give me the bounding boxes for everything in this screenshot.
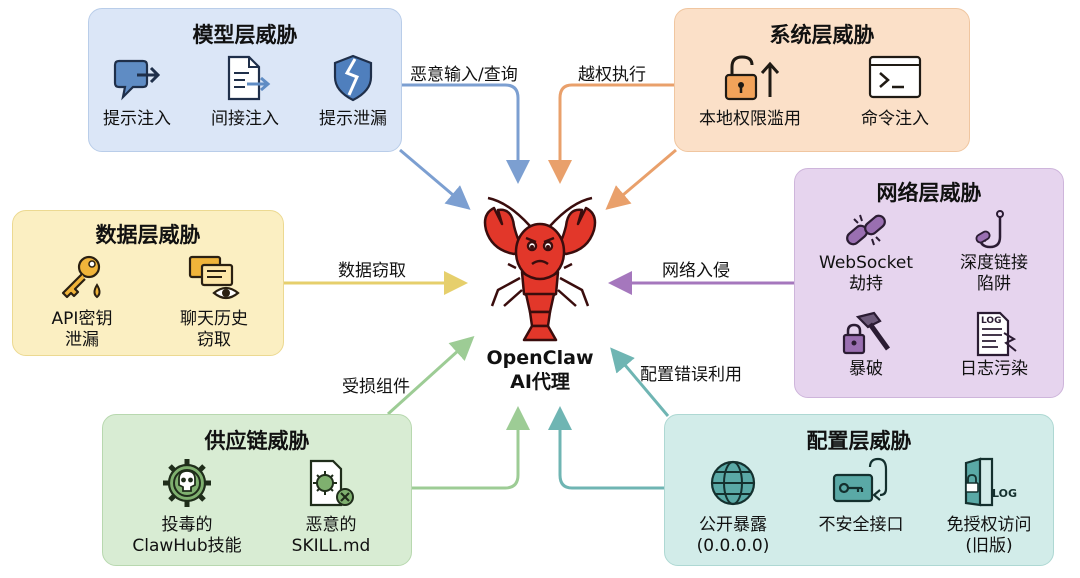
- item-label-line1: 公开暴露: [699, 515, 767, 535]
- item-label: 命令注入: [861, 109, 929, 129]
- item-label: API密钥 泄漏: [27, 309, 137, 351]
- item-malicious-skill-md: 恶意的 SKILL.md: [271, 457, 391, 557]
- item-label: 深度链接 陷阱: [931, 253, 1057, 295]
- item-label-line1: 投毒的: [161, 515, 213, 535]
- edge-config-misuse: [548, 406, 664, 490]
- edge-model-direct: [399, 148, 471, 210]
- item-label-line1: 免授权访问: [946, 515, 1032, 535]
- broken-chain-icon: [846, 214, 886, 246]
- item-label-line1: 深度链接: [960, 253, 1028, 273]
- lobster-icon: [483, 196, 597, 342]
- item-label-line2: 陷阱: [977, 274, 1011, 294]
- lobster-mascot: [468, 194, 612, 344]
- hammer-lock-icon: [842, 311, 891, 355]
- item-public-exposure: 公开暴露 (0.0.0.0): [671, 457, 795, 557]
- edge-system-direct: [605, 148, 677, 210]
- item-chat-history-theft: 聊天历史 窃取: [159, 253, 269, 351]
- panel-title-supply: 供应链威胁: [204, 429, 310, 453]
- unlock-arrow-icon: [724, 55, 780, 101]
- panel-config: 配置层威胁 公开暴露 (0.0.0.0) 不安全接口 LOG: [664, 414, 1054, 566]
- panel-title-model: 模型层威胁: [192, 23, 298, 47]
- item-label: 不安全接口: [818, 515, 904, 535]
- key-port-icon: [832, 457, 888, 503]
- item-label: 间接注入: [211, 109, 279, 129]
- terminal-icon: [868, 55, 922, 99]
- panel-system: 系统层威胁 本地权限滥用 命令注入: [674, 8, 970, 152]
- item-deeplink-trap: 深度链接 陷阱: [931, 209, 1057, 295]
- item-poisoned-skill: 投毒的 ClawHub技能: [117, 457, 257, 557]
- item-label: 提示泄漏: [319, 109, 387, 129]
- item-label: 暴破: [849, 359, 883, 379]
- item-label: 投毒的 ClawHub技能: [117, 515, 257, 557]
- item-label: 本地权限滥用: [699, 109, 801, 129]
- cracked-shield-icon: [333, 54, 373, 102]
- item-websocket-hijack: WebSocket 劫持: [803, 209, 929, 295]
- document-arrow-icon: [227, 55, 271, 101]
- edge-supply-comp: [412, 406, 530, 490]
- fishhook-icon: [975, 210, 1004, 249]
- edge-label-network: 网络入侵: [662, 261, 730, 281]
- item-log-poisoning: LOG 日志污染: [931, 309, 1057, 380]
- item-label-line2: 窃取: [197, 330, 231, 350]
- edge-label-data: 数据窃取: [338, 261, 406, 281]
- item-brute-force: 暴破: [803, 309, 929, 380]
- item-indirect-injection: 间接注入: [203, 53, 287, 130]
- panel-title-data: 数据层威胁: [95, 223, 201, 247]
- speech-bubble-arrow-icon: [113, 59, 161, 101]
- item-prompt-injection: 提示注入: [95, 53, 179, 130]
- panel-title-network: 网络层威胁: [876, 181, 982, 205]
- center-title-line2: AI代理: [510, 371, 570, 393]
- panel-title-system: 系统层威胁: [769, 23, 875, 47]
- item-label: 免授权访问 (旧版): [927, 515, 1051, 557]
- item-insecure-interface: 不安全接口: [799, 457, 923, 536]
- item-label-line1: API密钥: [51, 309, 113, 329]
- globe-icon: [710, 460, 756, 506]
- panel-model: 模型层威胁 提示注入 间接注入 提示泄漏: [88, 8, 402, 152]
- item-label: 日志污染: [960, 359, 1028, 379]
- panel-supply: 供应链威胁 投毒的 ClawHub技能 恶意的 SKILL.md: [102, 414, 412, 566]
- edge-label-config: 配置错误利用: [640, 365, 742, 385]
- key-drop-icon: [61, 255, 101, 299]
- edge-model-query: [402, 83, 530, 184]
- item-prompt-leak: 提示泄漏: [311, 53, 395, 130]
- panel-data: 数据层威胁 API密钥 泄漏 聊天历史 窃取: [12, 210, 284, 356]
- svg-text:LOG: LOG: [992, 487, 1017, 500]
- item-label-line2: 泄漏: [65, 330, 99, 350]
- item-label-line1: WebSocket: [819, 253, 913, 273]
- skull-gear-icon: [163, 459, 211, 507]
- panel-network: 网络层威胁 WebSocket 劫持 深度链接 陷阱 暴破: [794, 168, 1064, 398]
- item-label-line1: 恶意的: [305, 515, 357, 535]
- center-title-line1: OpenClaw: [486, 347, 594, 369]
- item-api-key-leak: API密钥 泄漏: [27, 253, 137, 351]
- edge-label-model: 恶意输入/查询: [410, 65, 518, 85]
- door-log-icon: LOG: [964, 457, 1017, 507]
- item-command-injection: 命令注入: [835, 53, 955, 130]
- item-unauthorized-access: LOG 免授权访问 (旧版): [927, 457, 1051, 557]
- item-label-line2: SKILL.md: [291, 536, 371, 556]
- item-label: 聊天历史 窃取: [159, 309, 269, 351]
- item-label: 提示注入: [103, 109, 171, 129]
- item-label: WebSocket 劫持: [803, 253, 929, 295]
- item-label-line2: (0.0.0.0): [696, 536, 770, 556]
- item-local-privilege: 本地权限滥用: [685, 53, 815, 130]
- item-label-line2: (旧版): [965, 536, 1013, 556]
- edge-config-direct: [610, 347, 670, 417]
- edge-system-exec: [548, 83, 674, 184]
- item-label-line1: 聊天历史: [180, 309, 248, 329]
- item-label-line2: 劫持: [849, 274, 883, 294]
- chat-eye-icon: [188, 255, 240, 300]
- edge-label-system: 越权执行: [578, 65, 646, 85]
- item-label-line2: ClawHub技能: [132, 536, 242, 556]
- center-title: OpenClaw AI代理: [470, 346, 610, 394]
- panel-title-config: 配置层威胁: [806, 429, 912, 453]
- edge-supply-direct: [386, 335, 475, 416]
- item-label: 恶意的 SKILL.md: [271, 515, 391, 557]
- item-label: 公开暴露 (0.0.0.0): [671, 515, 795, 557]
- svg-text:LOG: LOG: [981, 316, 1001, 326]
- virus-document-icon: [309, 459, 354, 507]
- edge-label-supply: 受损组件: [342, 377, 410, 397]
- log-document-icon: LOG: [976, 311, 1017, 357]
